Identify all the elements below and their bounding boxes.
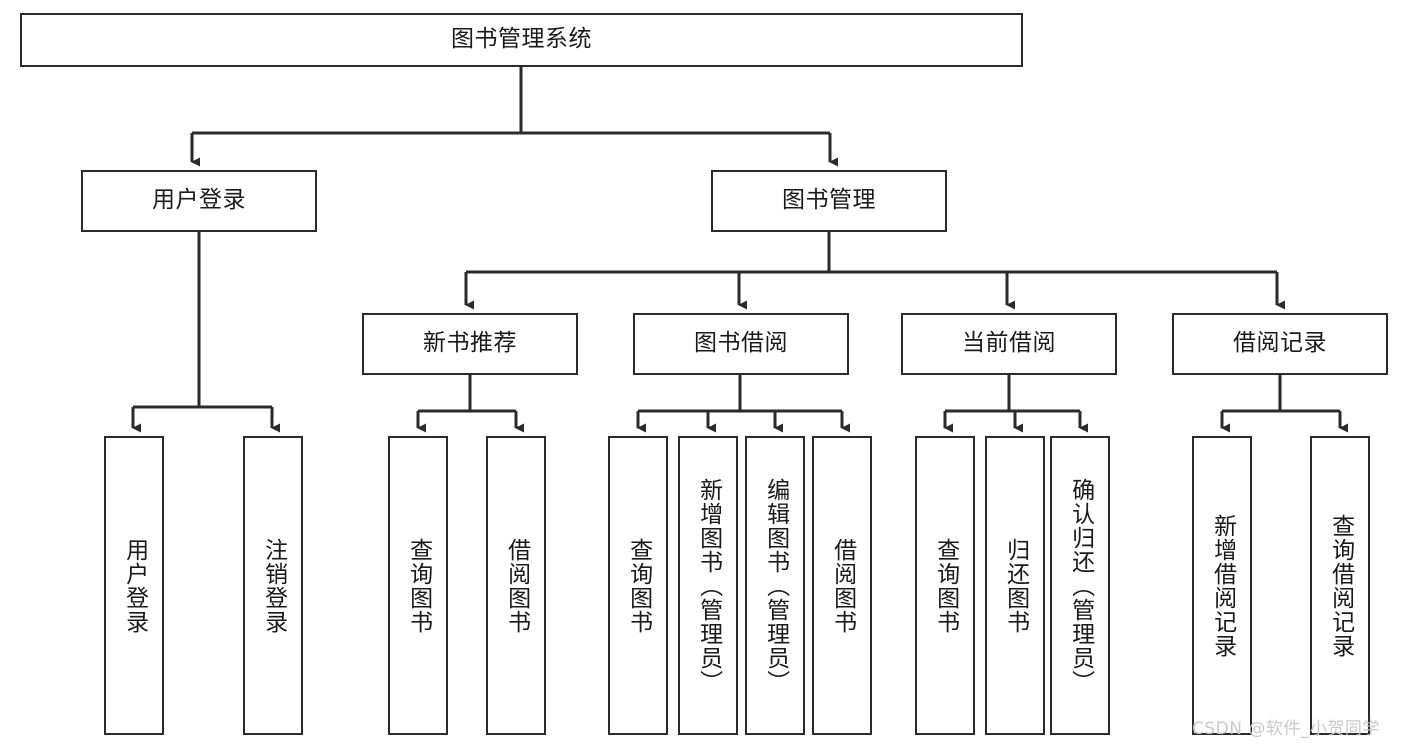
node-leaf-user-login[interactable]: 用户登录 [104,436,164,735]
node-leaf-borrow-book[interactable]: 借阅图书 [812,436,872,735]
csdn-watermark: CSDN @软件_小贺同学 [1192,719,1380,739]
edge-bookmanage-to-level3 [464,232,1285,310]
node-book-borrow[interactable]: 图书借阅 [633,313,849,375]
node-borrow-record[interactable]: 借阅记录 [1172,313,1388,375]
node-leaf-query-book-recommend[interactable]: 查询图书 [388,436,448,735]
edge-userlogin-to-leaves [131,232,280,433]
node-leaf-confirm-return-admin[interactable]: 确认归还（管理员） [1050,436,1110,735]
node-leaf-add-book-admin[interactable]: 新增图书（管理员） [678,436,738,735]
node-leaf-user-logout[interactable]: 注销登录 [243,436,303,735]
node-leaf-add-borrow-record[interactable]: 新增借阅记录 [1192,436,1252,735]
node-leaf-borrow-book-recommend[interactable]: 借阅图书 [486,436,546,735]
node-root[interactable]: 图书管理系统 [20,13,1023,67]
edge-bookborrow-to-leaves [636,375,850,433]
node-leaf-edit-book-admin[interactable]: 编辑图书（管理员） [745,436,805,735]
edge-currentborrow-to-leaves [943,375,1088,433]
edge-newbook-to-leaves [416,375,524,433]
node-leaf-return-book[interactable]: 归还图书 [985,436,1045,735]
node-book-manage[interactable]: 图书管理 [711,170,947,232]
node-leaf-query-book-current[interactable]: 查询图书 [915,436,975,735]
edge-root-to-level2 [190,67,838,167]
node-current-borrow[interactable]: 当前借阅 [901,313,1117,375]
node-leaf-query-borrow-record[interactable]: 查询借阅记录 [1310,436,1370,735]
edge-borrowrecord-to-leaves [1220,375,1348,433]
node-leaf-query-book-borrow[interactable]: 查询图书 [608,436,668,735]
node-user-login[interactable]: 用户登录 [81,170,317,232]
node-new-book-recommend[interactable]: 新书推荐 [362,313,578,375]
